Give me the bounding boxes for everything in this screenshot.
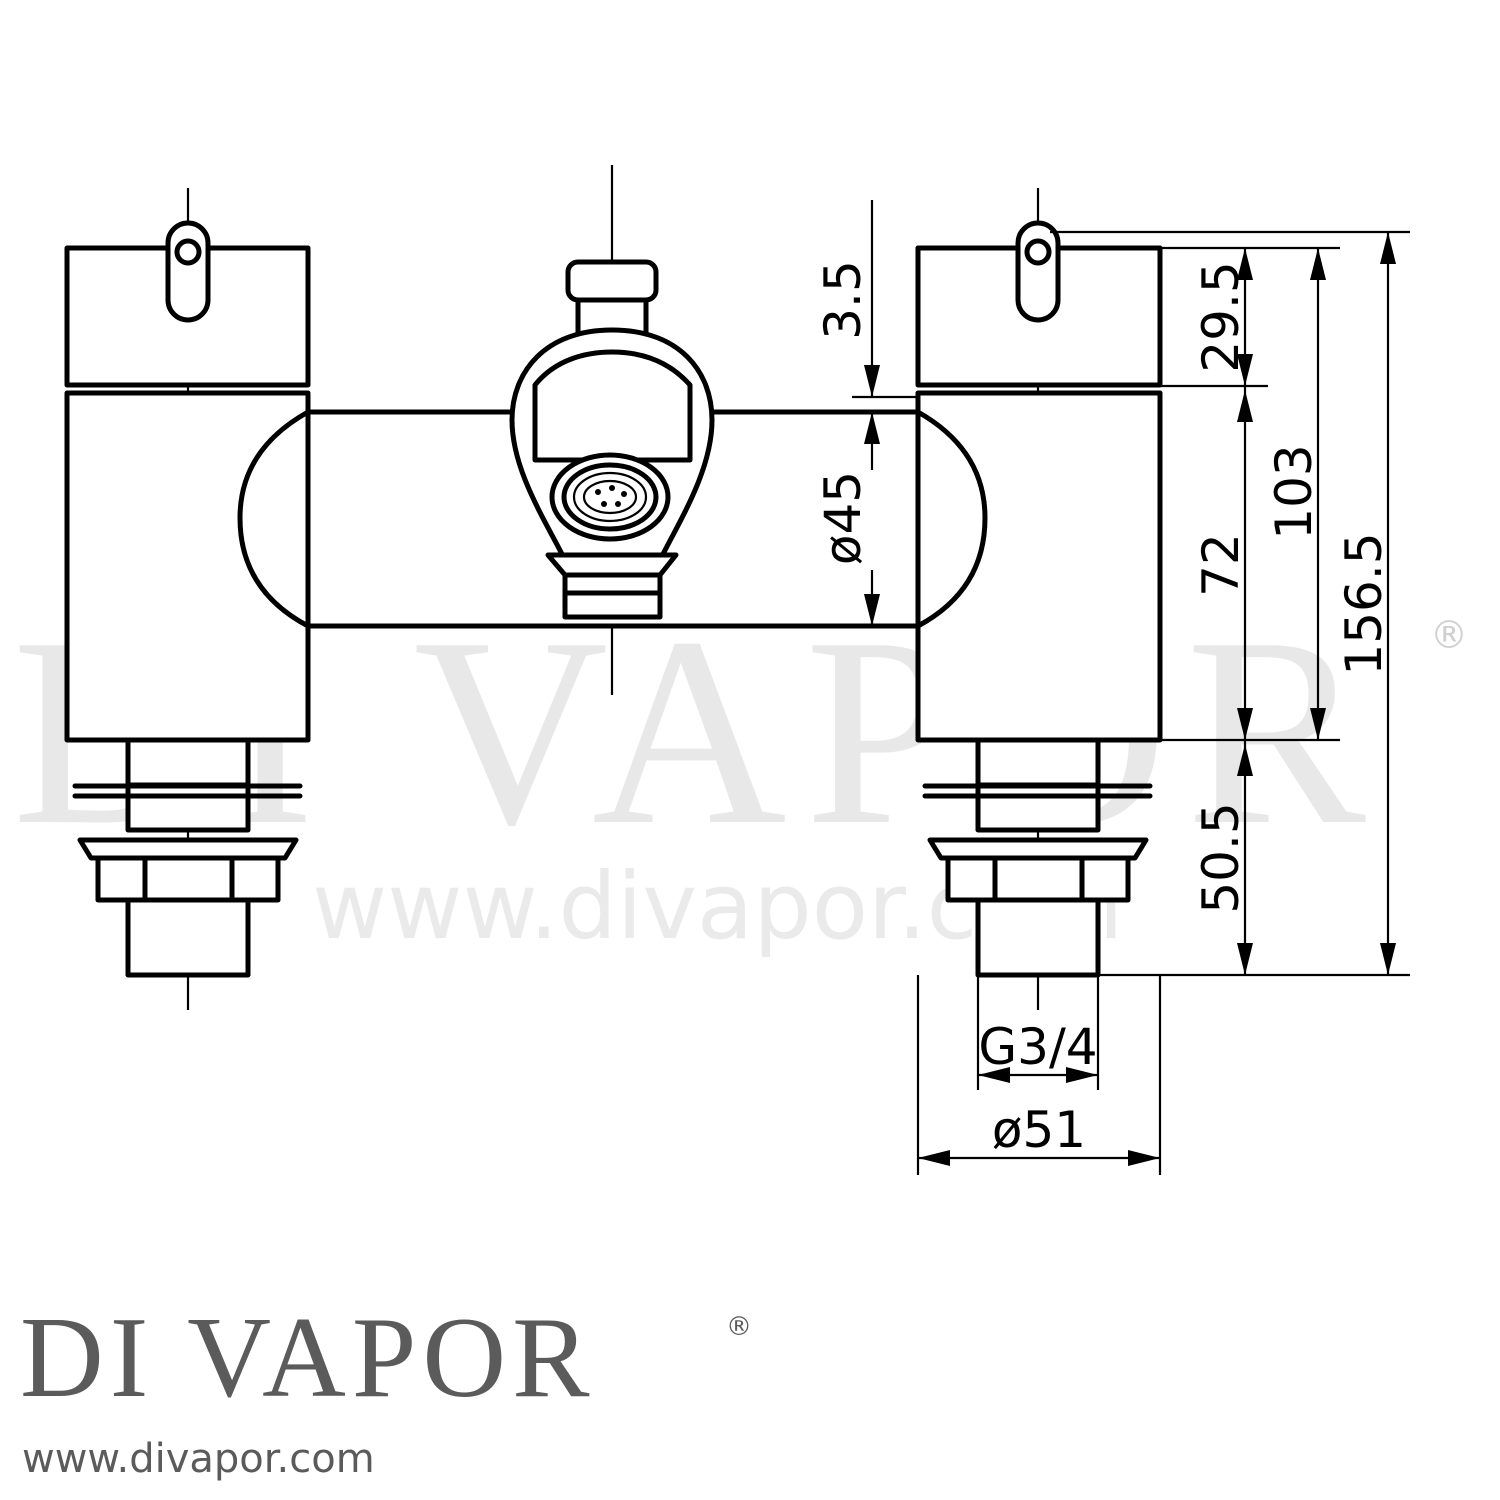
website-url: www.divapor.com	[22, 1436, 375, 1482]
dim-body-diameter: ø45	[814, 471, 872, 565]
left-leg	[72, 737, 303, 978]
dim-top-offset: 3.5	[814, 260, 872, 340]
shower-outlet	[509, 259, 715, 620]
dim-body-height: 72	[1192, 533, 1250, 597]
right-leg	[922, 737, 1153, 978]
dim-leg-height: 50.5	[1192, 802, 1250, 913]
dim-thread: G3/4	[978, 1018, 1097, 1076]
dimension-labels: 3.5 ø45 29.5 72 50.5 103 156.5 G3/4 ø51	[814, 260, 1393, 1159]
watermark-registered-mark: ®	[1430, 613, 1468, 657]
dimension-lines	[864, 200, 1396, 1166]
registered-mark: ®	[726, 1312, 752, 1342]
brand-logo: DI VAPOR	[20, 1294, 596, 1422]
dim-handle-height: 29.5	[1192, 261, 1250, 372]
dim-base-diameter: ø51	[992, 1101, 1086, 1159]
extension-lines	[852, 230, 1410, 1175]
dim-upper-height: 103	[1265, 444, 1323, 539]
dim-overall-height: 156.5	[1335, 532, 1393, 675]
